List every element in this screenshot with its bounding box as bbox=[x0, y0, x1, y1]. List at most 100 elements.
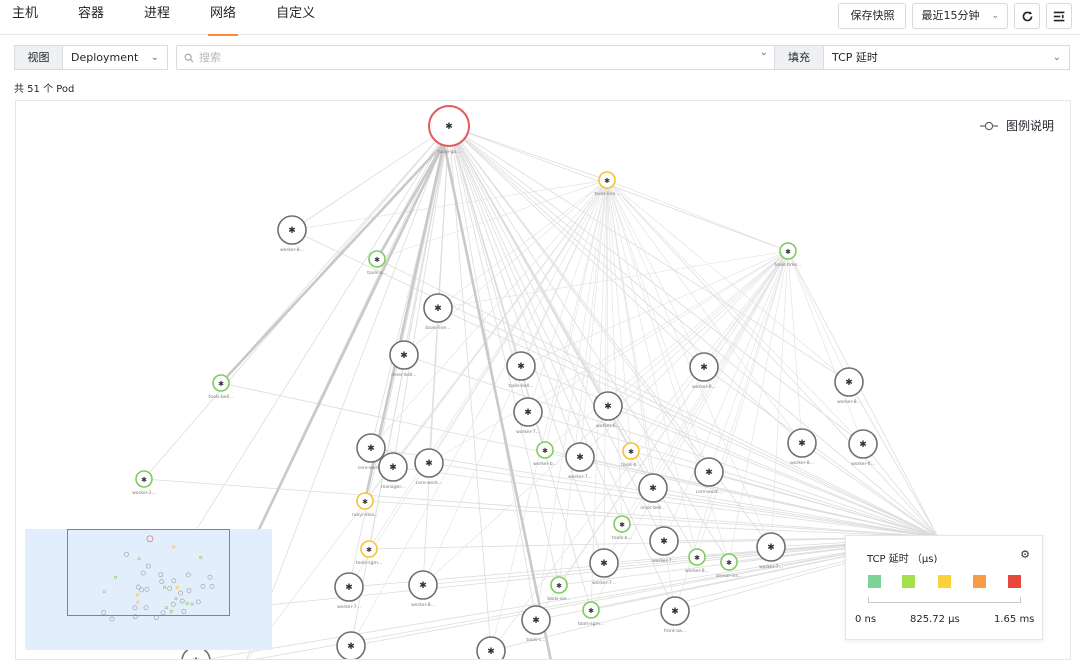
pod-node-circle[interactable] bbox=[513, 397, 543, 427]
search-input[interactable] bbox=[199, 48, 739, 67]
pod-node-circle[interactable] bbox=[389, 340, 419, 370]
network-topology-panel[interactable]: ✱ruoyi-ga... ✱tools-line... ✱worker-8... ✱t… bbox=[15, 100, 1071, 660]
pod-node[interactable]: ✱tools-line... bbox=[476, 636, 506, 660]
pod-node-circle[interactable] bbox=[476, 636, 506, 660]
pod-node[interactable]: ✱worker-7... bbox=[565, 442, 595, 480]
pod-node-circle[interactable] bbox=[834, 367, 864, 397]
pod-node[interactable]: ✱tools-bell... bbox=[506, 351, 536, 389]
pod-node-circle[interactable] bbox=[550, 576, 568, 594]
tab-custom[interactable]: 自定义 bbox=[276, 6, 316, 21]
pod-node[interactable]: ✱tools-line... bbox=[595, 171, 620, 197]
pod-node[interactable]: ✱worker-7... bbox=[756, 532, 786, 570]
pod-node-circle[interactable] bbox=[694, 457, 724, 487]
panel-toggle-button[interactable] bbox=[1046, 3, 1072, 29]
pod-node-circle[interactable] bbox=[356, 433, 386, 463]
tab-network[interactable]: 网络 bbox=[208, 0, 239, 36]
pod-node[interactable]: ✱ruoyi-disa... bbox=[352, 492, 379, 518]
pod-node[interactable]: ✱worker-8... bbox=[408, 570, 438, 608]
pod-node[interactable]: ✱worker-7... bbox=[513, 397, 543, 435]
pod-node[interactable]: ✱worker-7... bbox=[334, 572, 364, 610]
pod-node-circle[interactable] bbox=[689, 352, 719, 382]
time-range-select[interactable]: 最近15分钟 ⌄ bbox=[912, 3, 1008, 29]
pod-node[interactable]: ✱tools-ser... bbox=[547, 576, 571, 602]
pod-node[interactable]: ✱tools-time... bbox=[775, 242, 802, 268]
pod-node[interactable]: ✱tools-a... bbox=[367, 250, 387, 276]
pod-node-circle[interactable] bbox=[360, 540, 378, 558]
pod-node-circle[interactable] bbox=[582, 601, 600, 619]
pod-node-circle[interactable] bbox=[593, 391, 623, 421]
pod-node[interactable]: ✱tools-sgm... bbox=[356, 540, 382, 566]
pod-node-circle[interactable] bbox=[787, 428, 817, 458]
pod-node[interactable]: ✱tools-b... bbox=[621, 442, 641, 468]
topology-edge bbox=[422, 179, 608, 586]
pod-node-circle[interactable] bbox=[660, 596, 690, 626]
pod-node[interactable]: ✱inner-bell... bbox=[638, 473, 668, 511]
pod-node-circle[interactable] bbox=[414, 448, 444, 478]
pod-node-circle[interactable] bbox=[368, 250, 386, 268]
pod-node-circle[interactable] bbox=[356, 492, 374, 510]
pod-node-circle[interactable] bbox=[336, 631, 366, 660]
pod-node-circle[interactable] bbox=[135, 470, 153, 488]
pod-node[interactable]: ✱tools-b... bbox=[612, 515, 632, 541]
pod-node-circle[interactable] bbox=[506, 351, 536, 381]
pod-node-circle[interactable] bbox=[521, 605, 551, 635]
save-snapshot-button[interactable]: 保存快照 bbox=[838, 3, 907, 29]
pod-node-circle[interactable] bbox=[638, 473, 668, 503]
tab-process[interactable]: 进程 bbox=[144, 6, 171, 21]
pod-node-circle[interactable] bbox=[589, 548, 619, 578]
pod-node[interactable]: ✱front-aa... bbox=[660, 596, 690, 634]
pod-node[interactable]: ✱core-work... bbox=[694, 457, 724, 495]
pod-node[interactable]: ✱server-ins... bbox=[716, 553, 742, 579]
pod-node[interactable]: ✱worker-7... bbox=[589, 548, 619, 586]
minimap[interactable] bbox=[25, 529, 272, 650]
pod-node-circle[interactable] bbox=[848, 429, 878, 459]
pod-node[interactable]: ✱tools-bell... bbox=[209, 374, 234, 400]
pod-node-circle[interactable] bbox=[334, 572, 364, 602]
pod-node[interactable]: ✱worker-2... bbox=[132, 470, 156, 496]
pod-node[interactable]: ✱worker-6... bbox=[593, 391, 623, 429]
legend-button[interactable]: 图例说明 bbox=[979, 117, 1054, 134]
view-select[interactable]: Deployment ⌄ bbox=[62, 45, 168, 70]
pod-node[interactable]: ✱worker-6... bbox=[848, 429, 878, 467]
fill-select[interactable]: TCP 延时 ⌄ bbox=[823, 45, 1070, 70]
pod-node[interactable]: ✱tools-c... bbox=[521, 605, 551, 643]
tab-container[interactable]: 容器 bbox=[78, 6, 105, 21]
pod-node-circle[interactable] bbox=[622, 442, 640, 460]
pod-node-circle[interactable] bbox=[408, 570, 438, 600]
pod-node-circle[interactable] bbox=[756, 532, 786, 562]
pod-node[interactable]: ✱worker-8... bbox=[277, 215, 307, 253]
pod-node-circle[interactable] bbox=[613, 515, 631, 533]
pod-node-circle[interactable] bbox=[720, 553, 738, 571]
tab-host[interactable]: 主机 bbox=[12, 6, 39, 21]
pod-node[interactable]: ✱worker-8... bbox=[834, 367, 864, 405]
refresh-button[interactable] bbox=[1014, 3, 1040, 29]
pod-node[interactable]: ✱core-work... bbox=[414, 448, 444, 486]
pod-node-circle[interactable] bbox=[378, 452, 408, 482]
topology-graph[interactable]: ✱ruoyi-ga... ✱tools-line... ✱worker-8... ✱t… bbox=[16, 101, 1071, 660]
minimap-viewport[interactable] bbox=[67, 529, 230, 616]
pod-node-circle[interactable] bbox=[212, 374, 230, 392]
pod-node-circle[interactable] bbox=[649, 526, 679, 556]
pod-node[interactable]: ✱tools-line... bbox=[423, 293, 453, 331]
pod-node[interactable]: ✱core-work... bbox=[356, 433, 386, 471]
pod-node[interactable]: ✱worker-8... bbox=[787, 428, 817, 466]
pod-node-circle[interactable] bbox=[423, 293, 453, 323]
pod-node[interactable]: ✱server-bll... bbox=[336, 631, 366, 660]
pod-node[interactable]: ✱ruoyi-ga... bbox=[428, 105, 470, 155]
pod-node[interactable]: ✱worker-b... bbox=[533, 441, 557, 467]
pod-node-circle[interactable] bbox=[536, 441, 554, 459]
pod-node[interactable]: ✱manager... bbox=[378, 452, 408, 490]
gear-icon[interactable]: ⚙ bbox=[1020, 548, 1030, 561]
pod-node[interactable]: ✱tools-sgm... bbox=[578, 601, 604, 627]
pod-node[interactable]: ✱worker-8... bbox=[685, 548, 709, 574]
pod-node-circle[interactable] bbox=[565, 442, 595, 472]
pod-node[interactable]: ✱worker-7... bbox=[649, 526, 679, 564]
pod-node-circle[interactable] bbox=[428, 105, 470, 147]
pod-node-circle[interactable] bbox=[688, 548, 706, 566]
pod-node[interactable]: ✱worker-8... bbox=[689, 352, 719, 390]
search-box[interactable]: ⌄ bbox=[176, 45, 777, 70]
pod-node-circle[interactable] bbox=[277, 215, 307, 245]
pod-node-circle[interactable] bbox=[779, 242, 797, 260]
pod-node-circle[interactable] bbox=[598, 171, 616, 189]
pod-node[interactable]: ✱inner-bell... bbox=[389, 340, 419, 378]
